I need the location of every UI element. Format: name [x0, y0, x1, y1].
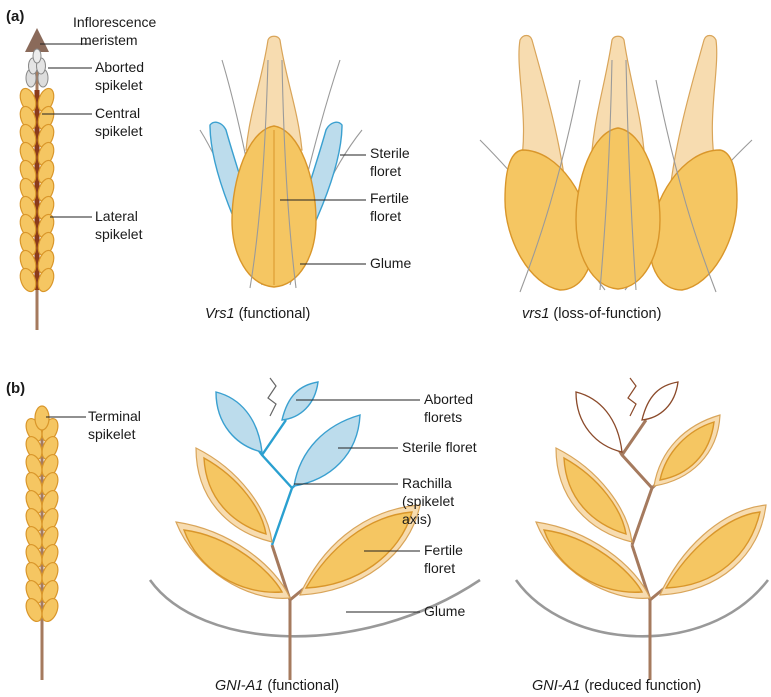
caption-gni-a1-reduced: GNI-A1 (reduced function)	[532, 678, 701, 694]
label-central-spikelet-2: spikelet	[95, 123, 143, 139]
lateral-grain-right	[650, 150, 737, 290]
label-aborted-spikelet-1: Aborted	[95, 59, 144, 75]
wheat-spike	[23, 406, 61, 680]
label-glume-b: Glume	[424, 603, 465, 619]
label-fertile-floret-b-2: floret	[424, 560, 455, 576]
label-rachilla-1: Rachilla	[402, 475, 452, 491]
aborted-floret-left	[216, 392, 262, 452]
central-grain	[576, 128, 660, 289]
aborted-floret-right	[282, 382, 318, 420]
label-glume: Glume	[370, 255, 411, 271]
vrs1-loss-of-function-triplet	[480, 36, 752, 293]
label-inflorescence-1: Inflorescence	[73, 14, 156, 30]
label-rachilla-3: axis)	[402, 511, 432, 527]
panel-b-letter: (b)	[6, 380, 25, 397]
spike-labels-b: Terminal spikelet	[46, 408, 141, 442]
label-fertile-floret-b-1: Fertile	[424, 542, 463, 558]
label-aborted-florets-2: florets	[424, 409, 462, 425]
label-rachilla-2: (spikelet	[402, 493, 454, 509]
label-sterile-floret-2: floret	[370, 163, 401, 179]
label-sterile-floret-b: Sterile floret	[402, 439, 477, 455]
label-fertile-floret-1: Fertile	[370, 190, 409, 206]
caption-vrs1-functional: Vrs1 (functional)	[205, 306, 310, 322]
label-fertile-floret-2: floret	[370, 208, 401, 224]
label-lateral-spikelet-1: Lateral	[95, 208, 138, 224]
caption-gni-a1-functional: GNI-A1 (functional)	[215, 678, 339, 694]
spike-labels-a: Inflorescence meristem Aborted spikelet …	[40, 14, 156, 242]
label-inflorescence-2: meristem	[80, 32, 138, 48]
vrs1-functional-triplet: Sterile floret Fertile floret Glume	[200, 36, 411, 288]
gni-a1-reduced-spikelet	[516, 378, 768, 680]
label-lateral-spikelet-2: spikelet	[95, 226, 143, 242]
wheat-grain-terminal	[35, 406, 49, 430]
barley-spike	[17, 40, 56, 330]
label-terminal-spikelet-1: Terminal	[88, 408, 141, 424]
panel-a-letter: (a)	[6, 8, 24, 25]
sterile-floret-blue	[294, 415, 360, 486]
label-terminal-spikelet-2: spikelet	[88, 426, 136, 442]
label-sterile-floret-1: Sterile	[370, 145, 410, 161]
label-aborted-spikelet-2: spikelet	[95, 77, 143, 93]
gni-a1-functional-spikelet: Aborted florets Sterile floret Rachilla …	[150, 378, 480, 680]
label-central-spikelet-1: Central	[95, 105, 140, 121]
caption-vrs1-loss: vrs1 (loss-of-function)	[522, 306, 661, 322]
label-aborted-florets-1: Aborted	[424, 391, 473, 407]
